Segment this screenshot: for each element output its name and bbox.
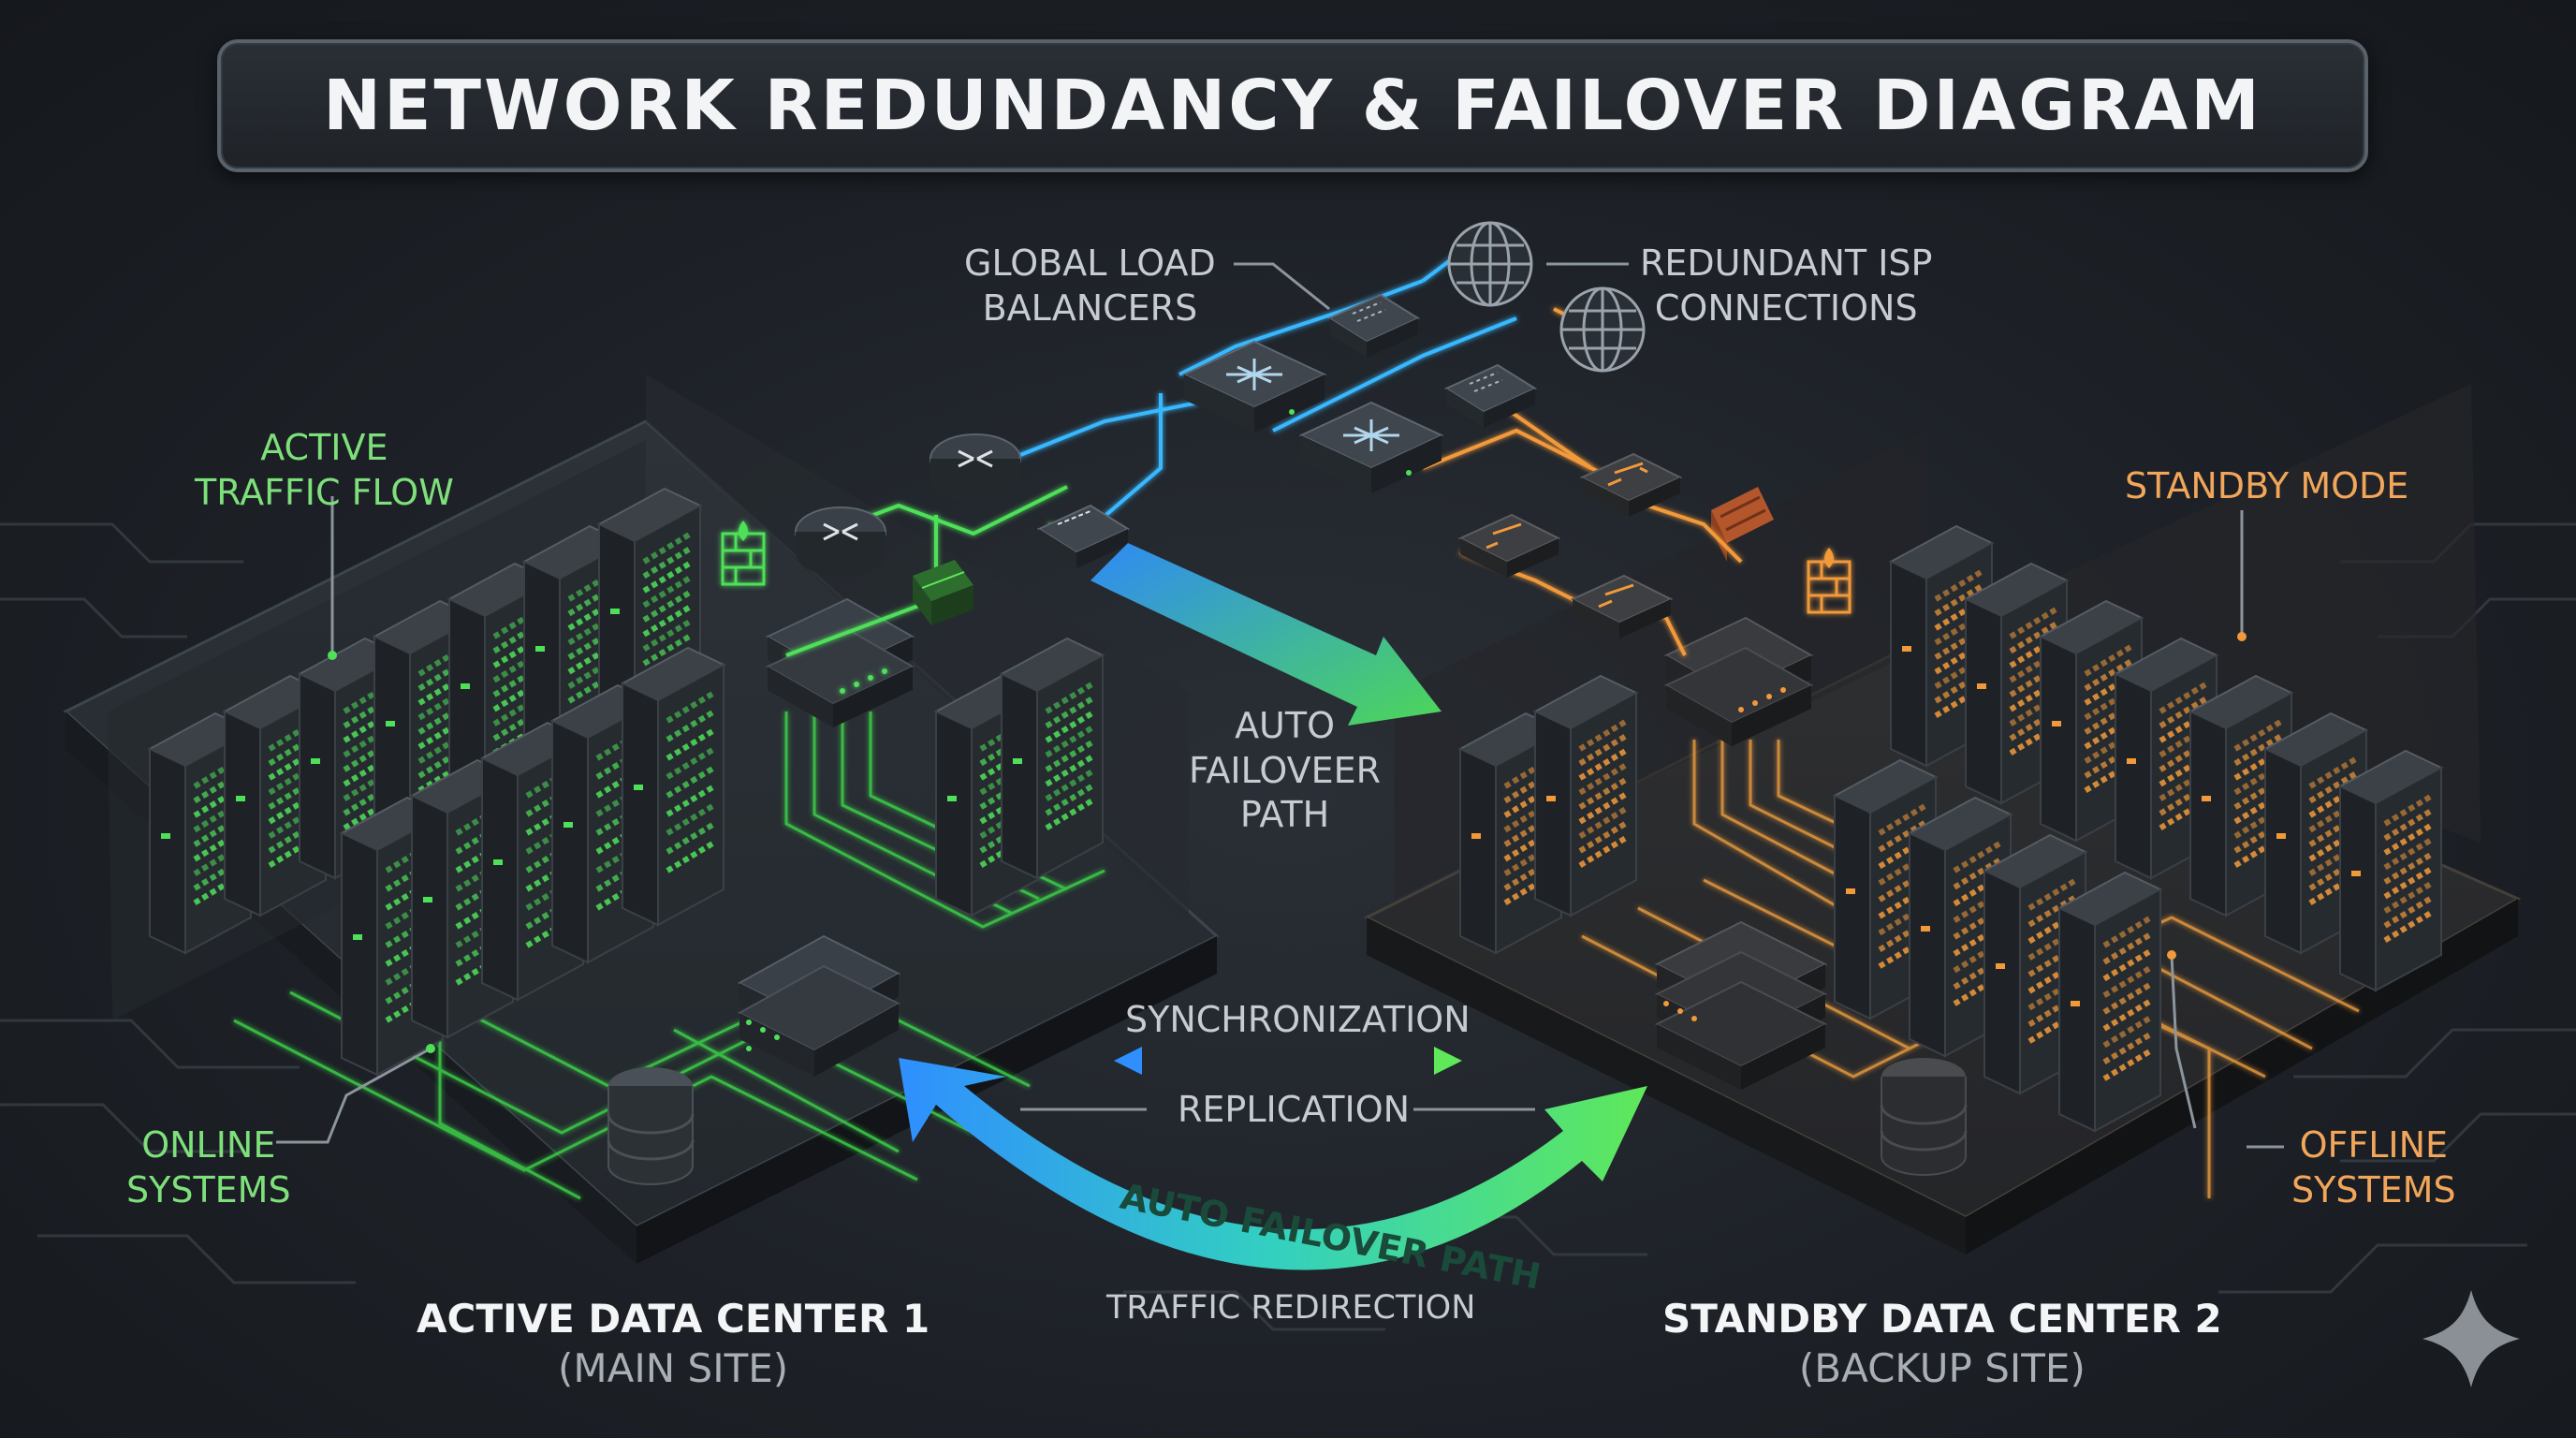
label-line: FAILOVEER xyxy=(1189,749,1382,791)
standby-firewall-brick-icon xyxy=(1711,487,1774,562)
active-traffic-flow-label: ACTIVE TRAFFIC FLOW xyxy=(195,426,454,515)
active-upstream-router-icon xyxy=(929,433,1021,504)
label-line: ONLINE xyxy=(141,1124,276,1166)
standby-server-racks xyxy=(1457,524,2444,1133)
active-data-center-caption: ACTIVE DATA CENTER 1 (MAIN SITE) xyxy=(417,1295,929,1393)
failover-switch-green-icon xyxy=(1036,504,1131,568)
redundant-isp-label: REDUNDANT ISP CONNECTIONS xyxy=(1640,242,1932,330)
label-line: GLOBAL LOAD xyxy=(964,242,1216,284)
standby-database-icon xyxy=(1880,1058,1968,1176)
standby-mode-label: STANDBY MODE xyxy=(2125,464,2408,509)
active-firewall-icon xyxy=(721,521,766,586)
standby-switch-2-icon xyxy=(1457,513,1561,578)
label-line: SYSTEMS xyxy=(2291,1168,2456,1211)
isp-globe-1-icon xyxy=(1447,221,1533,307)
dc1-name: ACTIVE DATA CENTER 1 xyxy=(417,1296,930,1342)
global-load-balancers-label: GLOBAL LOAD BALANCERS xyxy=(964,242,1216,330)
label-line: AUTO xyxy=(1235,705,1335,746)
label-line: STANDBY MODE xyxy=(2125,465,2409,506)
auto-failover-path-label: AUTO FAILOVEER PATH xyxy=(1189,704,1381,838)
dc2-subtitle: (BACKUP SITE) xyxy=(1798,1344,2086,1391)
isp-globe-2-icon xyxy=(1559,286,1646,373)
standby-data-center-caption: STANDBY DATA CENTER 2 (BACKUP SITE) xyxy=(1662,1295,2222,1393)
standby-firewall-icon xyxy=(1807,548,1852,614)
label-line: CONNECTIONS xyxy=(1654,286,1918,329)
isp-switch-2-icon xyxy=(1443,363,1538,428)
standby-switch-3-icon xyxy=(1570,574,1674,638)
standby-core-switch-icon xyxy=(1663,616,1814,746)
standby-switch-1-icon xyxy=(1579,452,1683,517)
label-leader-lines xyxy=(276,262,2284,1149)
active-firewall-green-icon xyxy=(913,560,973,625)
active-server-racks xyxy=(147,487,1105,1077)
label-line: SYSTEMS xyxy=(126,1168,291,1211)
auto-failover-diagonal-arrow xyxy=(1090,543,1442,726)
online-systems-label: ONLINE SYSTEMS xyxy=(126,1123,291,1212)
dc2-name: STANDBY DATA CENTER 2 xyxy=(1662,1296,2222,1342)
replication-label: REPLICATION xyxy=(1178,1088,1410,1133)
page-title: NETWORK REDUNDANCY & FAILOVER DIAGRAM xyxy=(323,66,2262,146)
title-banner: NETWORK REDUNDANCY & FAILOVER DIAGRAM xyxy=(217,39,2368,172)
traffic-redirection-label: TRAFFIC REDIRECTION xyxy=(1106,1288,1475,1329)
isp-switch-1-icon xyxy=(1326,293,1421,358)
active-database-icon xyxy=(607,1067,695,1185)
label-line: REPLICATION xyxy=(1178,1089,1411,1130)
label-line: TRAFFIC REDIRECTION xyxy=(1106,1289,1476,1327)
synchronization-label: SYNCHRONIZATION xyxy=(1125,998,1471,1043)
standby-edge-switch-icon xyxy=(1654,920,1828,1090)
synchronization-arrow xyxy=(1114,1047,1462,1075)
offline-systems-label: OFFLINE SYSTEMS xyxy=(2291,1123,2456,1212)
label-line: REDUNDANT ISP xyxy=(1640,242,1933,284)
global-load-balancer-1-icon xyxy=(1181,340,1327,433)
global-load-balancer-2-icon xyxy=(1298,401,1444,493)
active-edge-router-icon xyxy=(795,506,886,577)
sparkle-icon xyxy=(2422,1290,2520,1387)
label-line: BALANCERS xyxy=(982,286,1198,329)
label-line: ACTIVE xyxy=(260,427,388,468)
label-line: TRAFFIC FLOW xyxy=(195,471,454,513)
dc1-subtitle: (MAIN SITE) xyxy=(558,1344,789,1391)
leader-line-dots xyxy=(328,632,2247,1053)
active-edge-switch-icon xyxy=(737,934,901,1077)
label-line: PATH xyxy=(1239,794,1330,835)
auto-failover-curved-arrow xyxy=(899,1058,1647,1270)
label-line: SYNCHRONIZATION xyxy=(1125,999,1471,1040)
label-line: OFFLINE xyxy=(2299,1124,2449,1166)
